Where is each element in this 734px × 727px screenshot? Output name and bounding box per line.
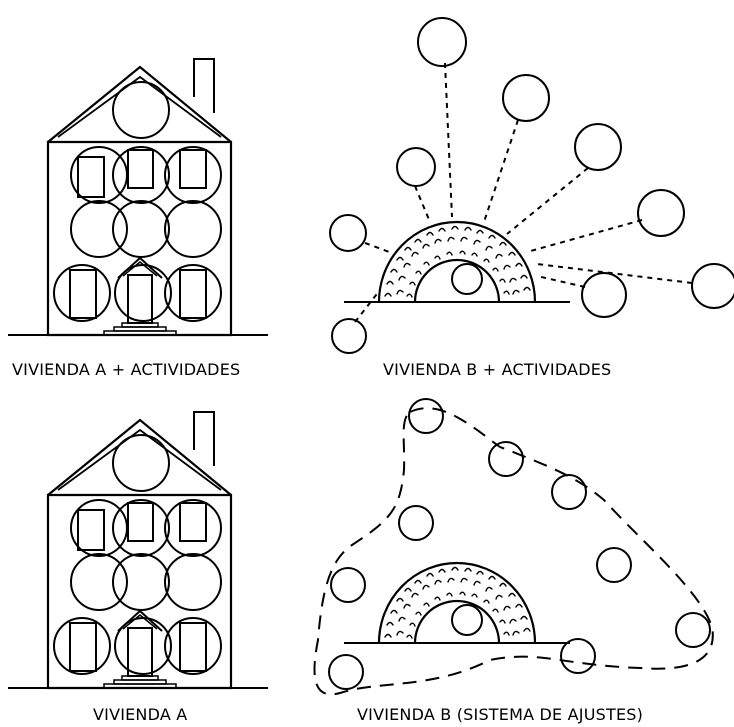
caption-house-a-activities: VIVIENDA A + ACTIVIDADES	[12, 360, 241, 379]
house-a-activities-drawing	[6, 57, 270, 337]
caption-house-b-activities: VIVIENDA B + ACTIVIDADES	[383, 360, 612, 379]
caption-house-a: VIVIENDA A	[93, 705, 188, 724]
house-b-adjustment-system-drawing	[314, 399, 712, 694]
house-a-drawing	[6, 410, 270, 690]
house-b-activities-drawing	[330, 18, 734, 353]
caption-house-b-adjustment-system: VIVIENDA B (SISTEMA DE AJUSTES)	[357, 705, 644, 724]
